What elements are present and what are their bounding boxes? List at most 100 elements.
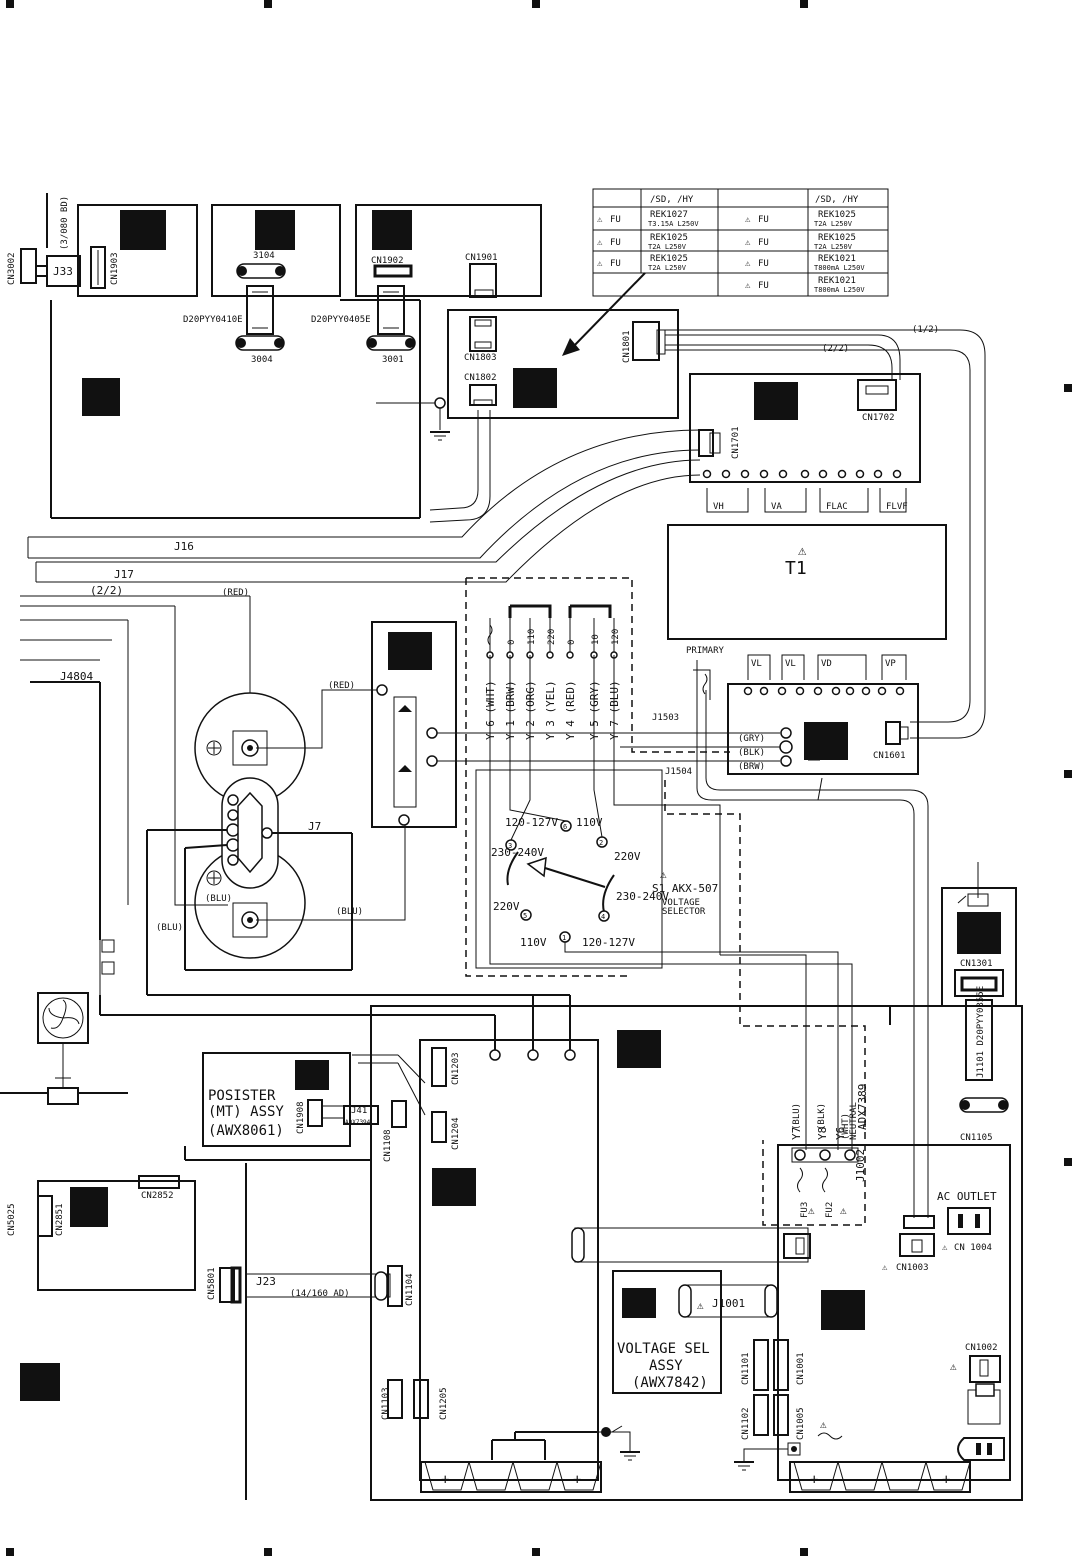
terminal-block	[420, 1461, 602, 1493]
terminal-sign: −	[854, 1472, 862, 1488]
cn1102-label: CN1102	[741, 1407, 751, 1440]
sel-pos2: 110V	[576, 816, 603, 829]
fuse-ref: FU	[758, 238, 769, 248]
tap-number: 110	[527, 629, 537, 645]
pin	[818, 469, 828, 479]
fuse-ref: FU	[758, 215, 769, 225]
winding-label: FLVF	[886, 502, 908, 512]
sel-pos1a: 110V	[520, 936, 547, 949]
pin	[861, 686, 871, 696]
3001-label: 3001	[382, 355, 404, 365]
j1002-y8: Y8	[816, 1127, 829, 1140]
main-power-board: CN1203 CN1204 CN1104 CN1103 CN1205 +−−+	[370, 995, 1023, 1501]
warning-icon: ⚠	[942, 1243, 948, 1253]
selector-name: S1 AKX-507	[652, 882, 718, 895]
d20pyy0410e-label: D20PYY0410E	[183, 315, 243, 325]
pin	[759, 686, 769, 696]
fuse-warning-icon: ⚠	[597, 259, 603, 269]
fuse-table-header: /SD, /HY	[650, 195, 694, 205]
fuse-warning-icon: ⚠	[597, 215, 603, 225]
winding-bracket	[879, 488, 907, 513]
fuse-ref: FU	[610, 238, 621, 248]
pin	[877, 686, 887, 696]
winding-label: VD	[821, 659, 832, 669]
board-cn2851: CN2852 CN5025 CN2851 CN5801 J23 (14/160 …	[7, 1163, 391, 1500]
cn2852-label: CN2852	[141, 1191, 174, 1201]
svg-text:4: 4	[601, 913, 605, 921]
vsel-line3: (AWX7842)	[632, 1375, 708, 1391]
winding-bracket	[819, 488, 869, 513]
j17-label: J17	[114, 568, 134, 581]
cn1801-label: CN1801	[622, 330, 632, 363]
pin	[892, 469, 902, 479]
tap-number: 0	[507, 640, 517, 645]
cn3002-label: CN3002	[7, 252, 17, 285]
cn1004-label: CN 1004	[954, 1243, 992, 1253]
sel-pos6: 120-127V	[505, 816, 558, 829]
pin	[855, 469, 865, 479]
cn1203-label: CN1203	[451, 1052, 461, 1085]
fuse-ref: FU	[758, 259, 769, 269]
fuse-warning-icon: ⚠	[745, 238, 751, 248]
tap-pin	[546, 651, 554, 659]
tap-pin	[566, 651, 574, 659]
tap-label: Y 4 (RED)	[564, 680, 577, 740]
cn1108-label: CN1108	[383, 1129, 393, 1162]
terminal	[424, 1461, 470, 1491]
terminal-sign: +	[441, 1472, 449, 1488]
terminal	[881, 1461, 927, 1491]
winding-bracket	[706, 488, 749, 513]
cn1002-label: CN1002	[965, 1343, 998, 1353]
fuse-rating: T800mA L250V	[814, 286, 865, 294]
wire-red-a: (RED)	[222, 588, 249, 598]
board-3104: 3104 D20PYY0410E 3004	[183, 204, 341, 365]
terminal	[468, 1461, 514, 1491]
winding-bracket	[817, 654, 867, 680]
winding-label: VL	[785, 659, 796, 669]
cn1205-label: CN1205	[439, 1387, 449, 1420]
j1001-label: J1001	[712, 1297, 745, 1310]
fuse-warning-icon: ⚠	[745, 281, 751, 291]
terminal	[512, 1461, 558, 1491]
winding-label: VA	[771, 502, 782, 512]
svg-text:6: 6	[563, 823, 567, 831]
pin	[837, 469, 847, 479]
terminal-sign: +	[573, 1472, 581, 1488]
warning-icon: ⚠	[798, 543, 807, 559]
board-cn1801: CN1803 CN1802 CN1801	[447, 309, 679, 419]
terminal-sign: +	[810, 1472, 818, 1488]
warning-icon: ⚠	[660, 868, 667, 881]
selector-sub2: SELECTOR	[662, 907, 706, 917]
ac-outlet-label: AC OUTLET	[937, 1190, 997, 1203]
fuse-warning-icon: ⚠	[745, 215, 751, 225]
j1504-label: J1504	[665, 767, 692, 777]
j1002-neutral: NEUTRAL	[849, 1102, 859, 1140]
ac-board: Y7 Y8 Y6 (BLU) (BLK) (WHT) NEUTRAL ADX73…	[734, 1084, 1011, 1493]
wire-blk: (BLK)	[738, 748, 765, 758]
arrow-head	[562, 338, 580, 356]
terminal-sign: −	[529, 1472, 537, 1488]
posister-line1: POSISTER	[208, 1088, 276, 1104]
svg-text:5: 5	[523, 912, 527, 920]
j23-label: J23	[256, 1275, 276, 1288]
t1-label: T1	[785, 558, 807, 579]
terminal	[793, 1461, 839, 1491]
cn5025-label: CN5025	[7, 1203, 17, 1236]
pin	[813, 686, 823, 696]
pin	[777, 686, 787, 696]
j1002-label: J1002	[854, 1149, 867, 1182]
board-j33: J33 CN3002 (3/080 BD) CN1903	[7, 193, 198, 297]
winding-bracket	[747, 654, 771, 680]
pin	[845, 686, 855, 696]
fuse-part: REK1025	[818, 210, 856, 220]
terminal	[837, 1461, 883, 1491]
fuse-rating: T2A L250V	[814, 220, 853, 228]
tap-number: 220	[547, 629, 557, 645]
j33-note: (3/080 BD)	[60, 196, 70, 250]
cn1204-label: CN1204	[451, 1117, 461, 1150]
warning-icon: ⚠	[882, 1263, 888, 1273]
cn2851-label: CN2851	[55, 1203, 65, 1236]
fuse-warning-icon: ⚠	[597, 238, 603, 248]
